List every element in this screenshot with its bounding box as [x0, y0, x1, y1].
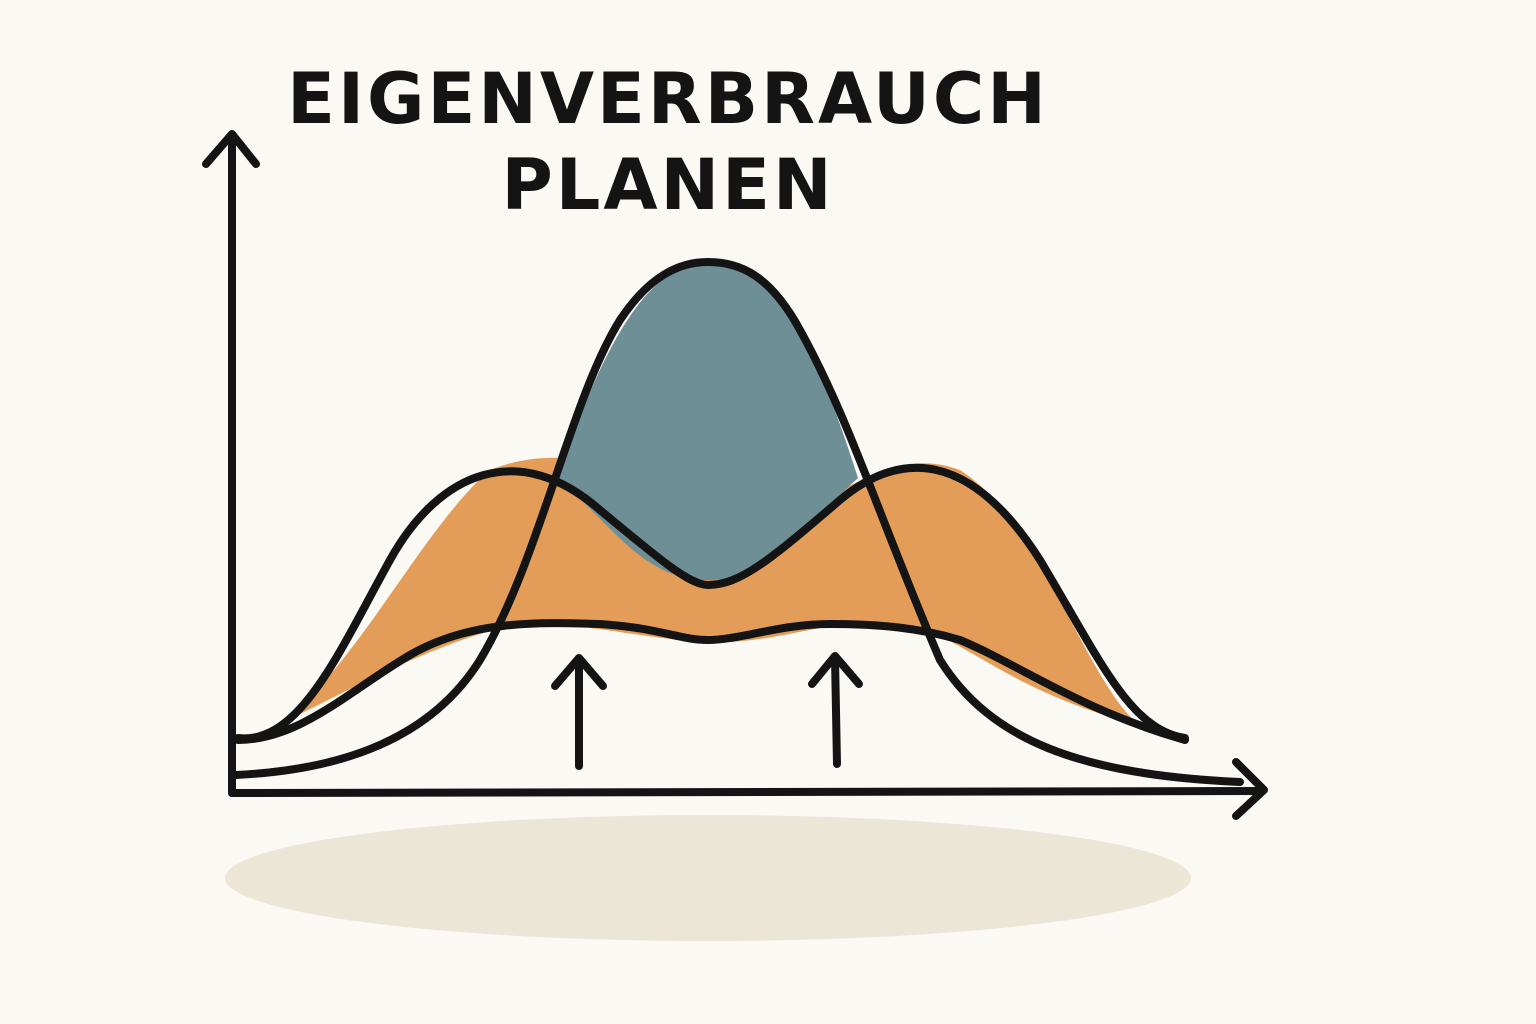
orange-consumption-area — [272, 457, 1140, 728]
up-arrow-icon — [808, 652, 863, 768]
y-axis-arrowhead-icon — [202, 130, 260, 168]
x-axis — [228, 787, 1266, 797]
consumption-curve-lower — [234, 619, 1189, 744]
page-title: EIGENVERBRAUCH PLANEN — [0, 56, 1336, 228]
consumption-curve-upper — [234, 463, 1189, 743]
title-line-1: EIGENVERBRAUCH — [287, 58, 1049, 140]
x-axis-arrowhead-icon — [1232, 758, 1268, 820]
blue-production-area — [556, 262, 858, 580]
ground-shadow — [225, 815, 1191, 941]
up-arrow-icon — [551, 654, 607, 770]
title-line-2: PLANEN — [501, 144, 835, 226]
production-bell-curve — [232, 258, 1244, 786]
